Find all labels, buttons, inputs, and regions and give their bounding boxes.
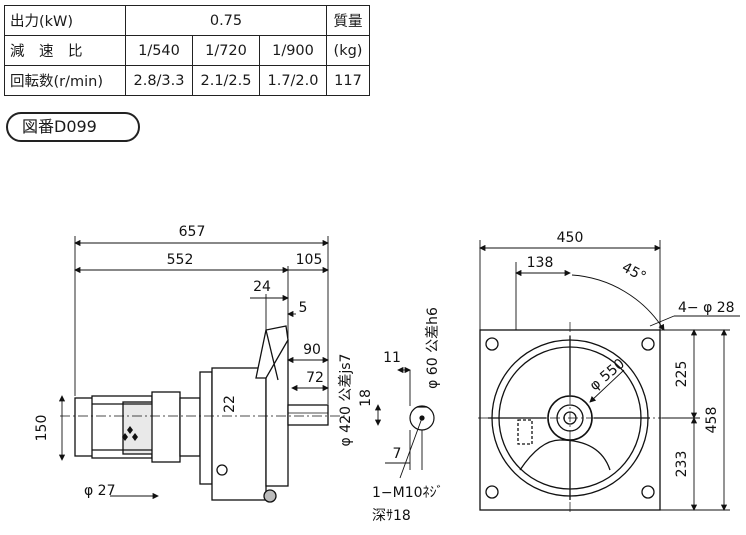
gear-housing (211, 367, 267, 501)
header-speed: 回転数(r/min) (4, 65, 126, 96)
table-row: 回転数(r/min) 2.8/3.3 2.1/2.5 1.7/2.0 117 (4, 65, 370, 96)
drawing-number-badge: 図番D099 (6, 112, 140, 142)
dim-7: 7 (393, 446, 402, 462)
table-row: 出力(kW) 0.75 質量 (4, 5, 370, 36)
speed-3: 1.7/2.0 (259, 65, 327, 96)
dim-tap: 1−M10ﾈｼﾞ (372, 485, 444, 501)
header-output: 出力(kW) (4, 5, 126, 36)
dim-overall-length: 657 (179, 224, 206, 240)
dim-body-length: 552 (167, 252, 194, 268)
output-value: 0.75 (125, 5, 327, 36)
dim-24: 24 (253, 279, 271, 295)
dim-22: 22 (222, 395, 238, 413)
speed-2: 2.1/2.5 (192, 65, 260, 96)
ratio-3: 1/900 (259, 35, 327, 66)
dim-5: 5 (299, 300, 308, 316)
dim-90: 90 (303, 342, 321, 358)
mass-unit: (kg) (326, 35, 370, 66)
dim-flange-dia: φ 420 公差js7 (338, 354, 354, 447)
dim-tap-depth: 深ｻ18 (372, 508, 411, 524)
dim-phi27: φ 27 (84, 483, 116, 499)
output-shaft (287, 404, 329, 426)
speed-1: 2.8/3.3 (125, 65, 193, 96)
side-view (74, 325, 329, 503)
brand-logo-icon (122, 426, 138, 441)
dim-72: 72 (306, 370, 324, 386)
dim-shaft-length: 105 (296, 252, 323, 268)
dim-angle: 45° (619, 260, 648, 286)
dim-233: 233 (674, 451, 690, 478)
dim-18: 18 (358, 389, 374, 407)
header-ratio: 減 速 比 (4, 35, 126, 66)
spec-table: 出力(kW) 0.75 質量 減 速 比 1/540 1/720 1/900 (… (4, 5, 370, 96)
terminal-box (122, 401, 154, 455)
dim-shaft-dia: φ 60 公差h6 (425, 307, 441, 389)
table-row: 減 速 比 1/540 1/720 1/900 (kg) (4, 35, 370, 66)
dim-width: 450 (557, 230, 584, 246)
dim-height: 458 (704, 407, 720, 434)
mass-value: 117 (326, 65, 370, 96)
dim-holes: 4− φ 28 (678, 300, 735, 316)
dim-138: 138 (527, 255, 554, 271)
dim-150: 150 (34, 415, 50, 442)
dim-11: 11 (383, 350, 401, 366)
dim-225: 225 (674, 361, 690, 388)
